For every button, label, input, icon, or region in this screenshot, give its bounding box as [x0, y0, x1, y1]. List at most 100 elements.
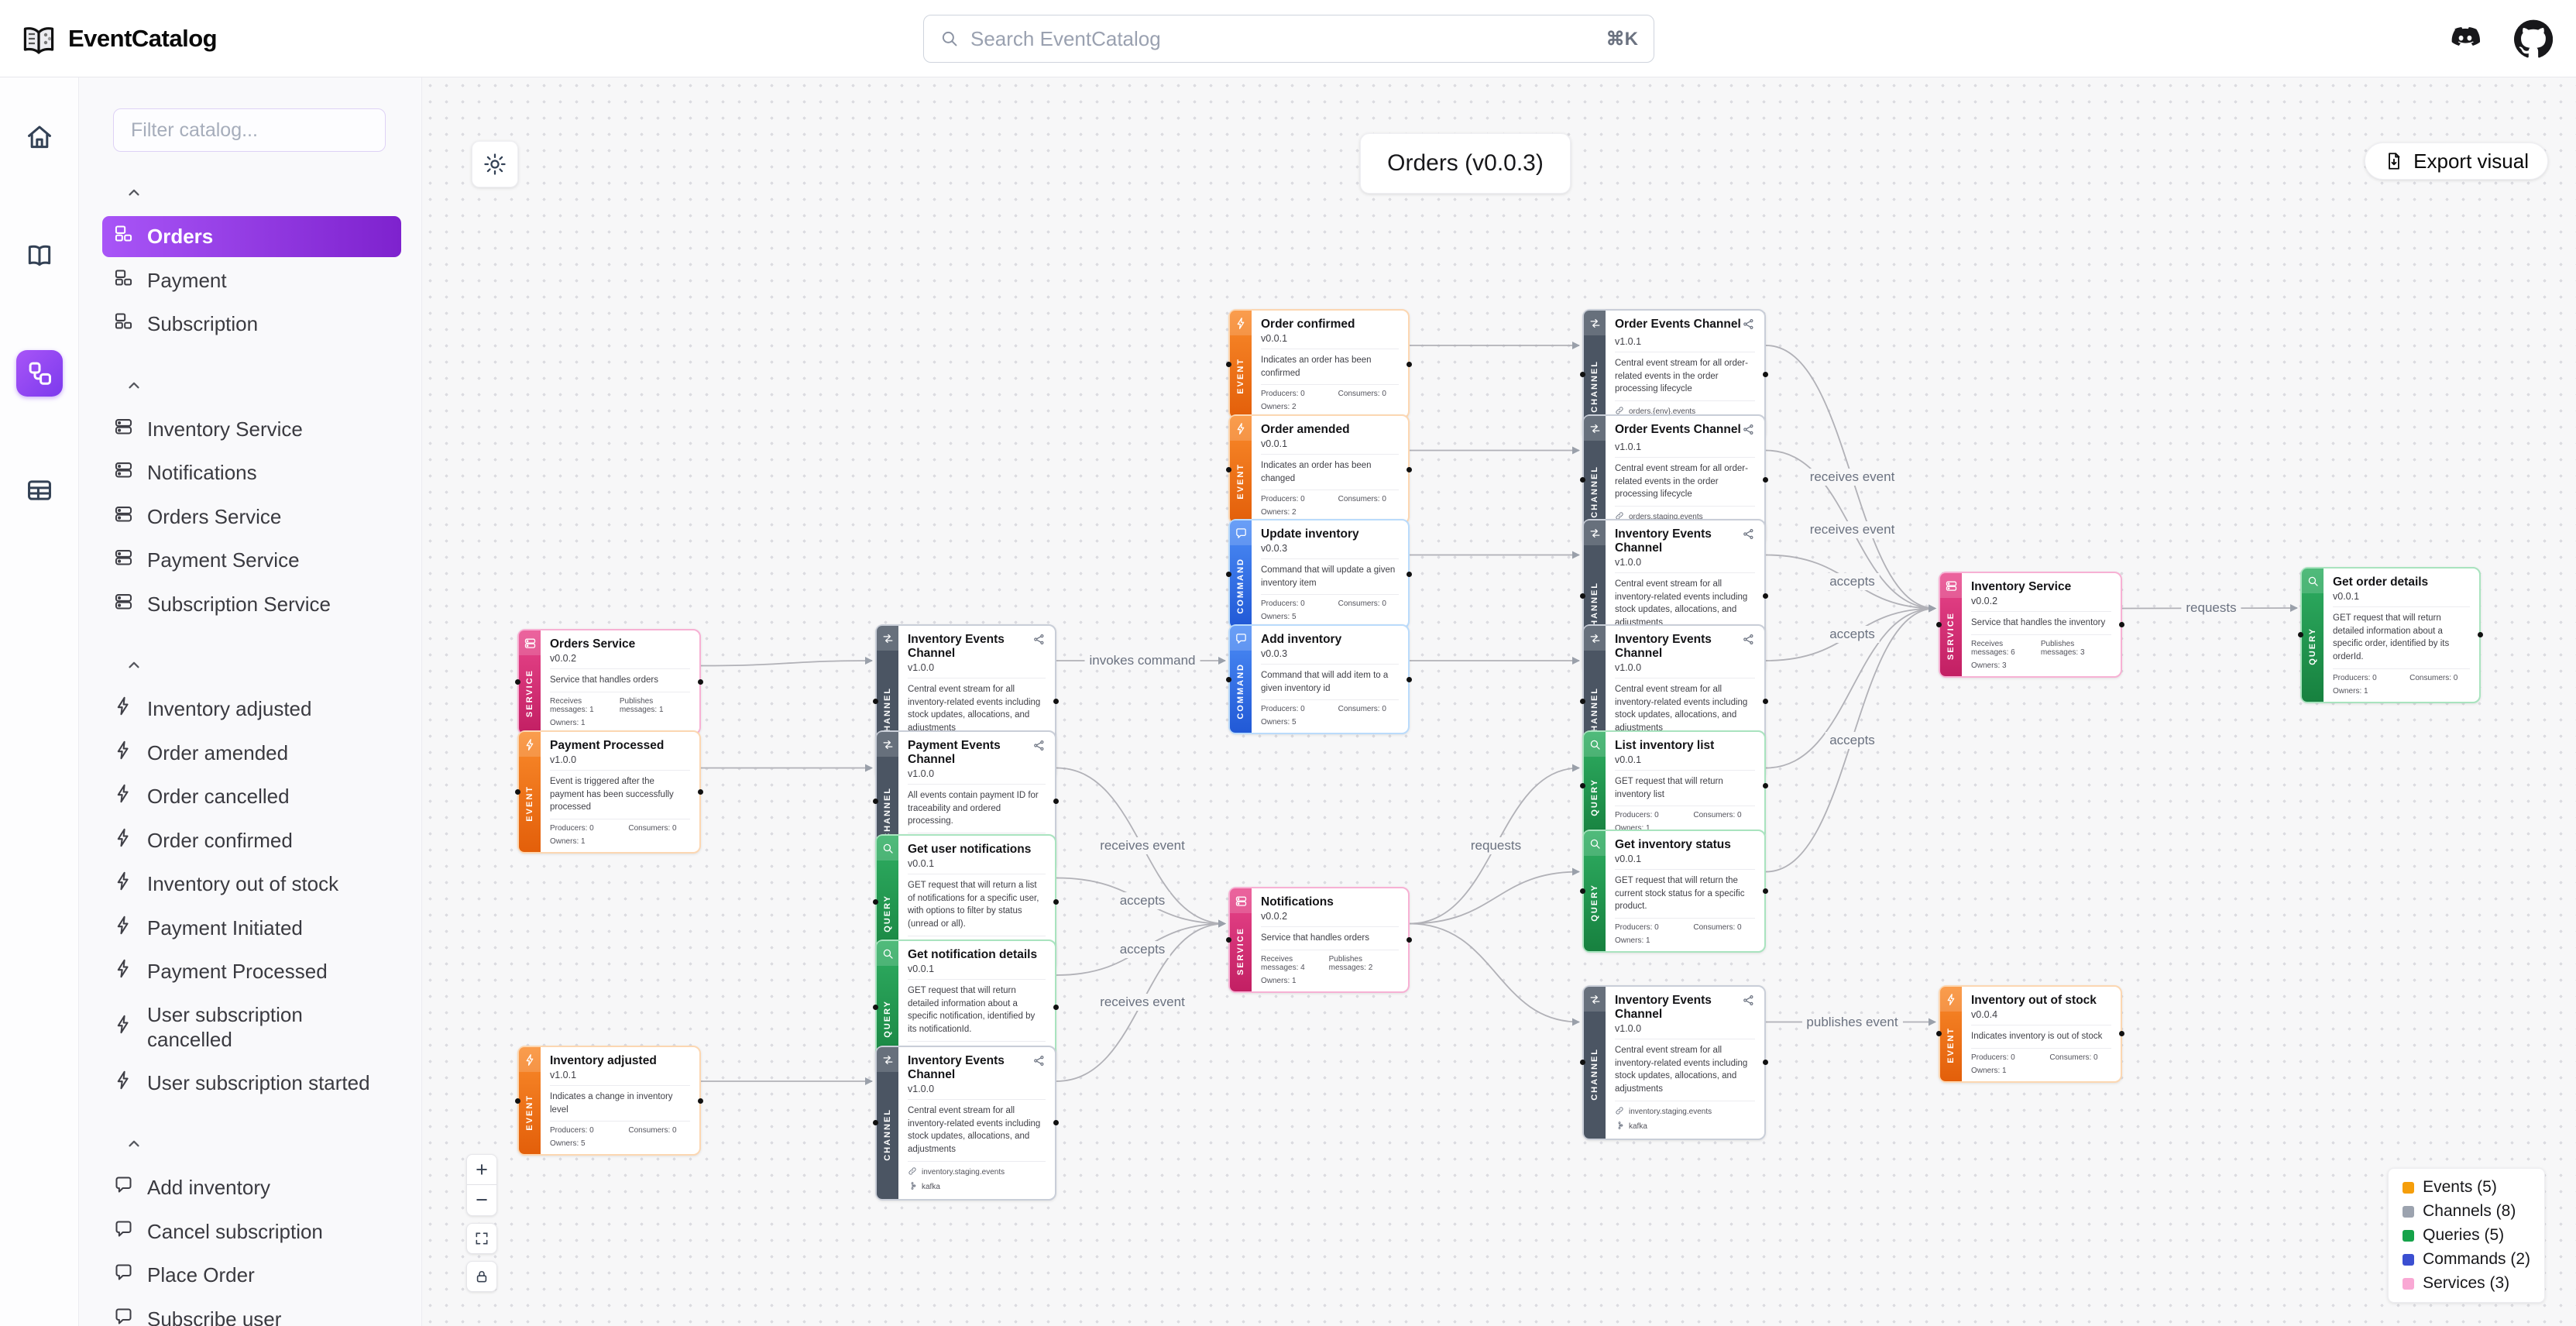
sidebar-item-payment-processed[interactable]: Payment Processed	[102, 951, 401, 992]
node-notifications[interactable]: SERVICE Notifications v0.0.2 Service tha…	[1226, 887, 1412, 993]
output-port[interactable]	[1053, 699, 1059, 705]
sidebar-item-order-cancelled[interactable]: Order cancelled	[102, 776, 401, 817]
rail-item-flow[interactable]	[15, 350, 63, 397]
output-port[interactable]	[1763, 1060, 1768, 1066]
github-link[interactable]	[2514, 19, 2553, 58]
output-port[interactable]	[1053, 1005, 1059, 1011]
node-add-inventory[interactable]: COMMAND Add inventory v0.0.3 Command tha…	[1226, 624, 1412, 735]
sidebar-item-order-confirmed[interactable]: Order confirmed	[102, 820, 401, 861]
sidebar-item-add-inventory[interactable]: Add inventory	[102, 1167, 401, 1208]
input-port[interactable]	[873, 1005, 878, 1011]
sidebar-item-subscription-service[interactable]: Subscription Service	[102, 584, 401, 625]
input-port[interactable]	[515, 678, 520, 685]
node-order-amended[interactable]: EVENT Order amended v0.0.1 Indicates an …	[1226, 414, 1412, 525]
output-port[interactable]	[1053, 799, 1059, 804]
output-port[interactable]	[1763, 372, 1768, 377]
output-port[interactable]	[1053, 1120, 1059, 1126]
export-visual-button[interactable]: Export visual	[2365, 143, 2548, 180]
section-header-command[interactable]	[102, 1135, 401, 1156]
sidebar-item-cancel-subscription[interactable]: Cancel subscription	[102, 1211, 401, 1252]
output-port[interactable]	[1406, 466, 1412, 472]
input-port[interactable]	[515, 789, 520, 795]
sidebar-item-payment[interactable]: Payment	[102, 260, 401, 301]
input-port[interactable]	[873, 699, 878, 705]
node-order-confirmed[interactable]: EVENT Order confirmed v0.0.1 Indicates a…	[1226, 309, 1412, 420]
sidebar-item-inventory-out-of-stock[interactable]: Inventory out of stock	[102, 864, 401, 905]
output-port[interactable]	[2119, 1031, 2124, 1037]
sidebar-item-subscription[interactable]: Subscription	[102, 304, 401, 345]
input-port[interactable]	[1580, 699, 1585, 705]
sidebar-item-notifications[interactable]: Notifications	[102, 452, 401, 493]
sidebar-item-payment-initiated[interactable]: Payment Initiated	[102, 908, 401, 949]
output-port[interactable]	[1406, 571, 1412, 577]
rail-item-table[interactable]	[16, 468, 63, 514]
lock-button[interactable]	[466, 1261, 497, 1292]
node-inventory-adjusted[interactable]: EVENT Inventory adjusted v1.0.1 Indicate…	[515, 1046, 703, 1156]
input-port[interactable]	[1226, 676, 1231, 682]
sidebar-item-orders-service[interactable]: Orders Service	[102, 496, 401, 538]
output-port[interactable]	[1763, 593, 1768, 599]
sidebar-item-order-amended[interactable]: Order amended	[102, 733, 401, 774]
input-port[interactable]	[1580, 372, 1585, 377]
sidebar-item-user-subscription-cancelled[interactable]: User subscription cancelled	[102, 995, 401, 1060]
node-inventory-events-channel-5[interactable]: CHANNEL Inventory Events Channel v1.0.0 …	[1580, 985, 1768, 1140]
node-update-inventory[interactable]: COMMAND Update inventory v0.0.3 Command …	[1226, 519, 1412, 630]
input-port[interactable]	[1226, 936, 1231, 943]
output-port[interactable]	[698, 1098, 703, 1104]
output-port[interactable]	[1763, 699, 1768, 705]
sidebar-item-payment-service[interactable]: Payment Service	[102, 540, 401, 581]
input-port[interactable]	[1226, 466, 1231, 472]
input-port[interactable]	[1580, 477, 1585, 483]
sidebar-item-orders[interactable]: Orders	[102, 216, 401, 257]
node-payment-processed[interactable]: EVENT Payment Processed v1.0.0 Event is …	[515, 730, 703, 854]
node-get-inventory-status[interactable]: QUERY Get inventory status v0.0.1 GET re…	[1580, 830, 1768, 953]
sidebar-item-subscribe-user[interactable]: Subscribe user	[102, 1299, 401, 1326]
node-inventory-service[interactable]: SERVICE Inventory Service v0.0.2 Service…	[1936, 572, 2124, 678]
search-box[interactable]: ⌘K	[923, 15, 1654, 63]
input-port[interactable]	[1936, 1031, 1942, 1037]
output-port[interactable]	[2119, 621, 2124, 627]
input-port[interactable]	[1580, 782, 1585, 788]
output-port[interactable]	[1406, 676, 1412, 682]
output-port[interactable]	[1763, 477, 1768, 483]
rail-item-home[interactable]	[16, 115, 63, 161]
input-port[interactable]	[1580, 593, 1585, 599]
node-list-inventory-list[interactable]: QUERY List inventory list v0.0.1 GET req…	[1580, 730, 1768, 841]
node-orders-service[interactable]: SERVICE Orders Service v0.0.2 Service th…	[515, 629, 703, 735]
sidebar-item-place-order[interactable]: Place Order	[102, 1255, 401, 1296]
output-port[interactable]	[1763, 888, 1768, 894]
input-port[interactable]	[873, 799, 878, 804]
discord-link[interactable]	[2446, 19, 2485, 58]
input-port[interactable]	[1226, 571, 1231, 577]
section-header-event[interactable]	[102, 657, 401, 678]
canvas-settings-button[interactable]	[472, 141, 518, 187]
search-input[interactable]	[970, 26, 1595, 51]
output-port[interactable]	[1406, 936, 1412, 943]
sidebar-item-inventory-adjusted[interactable]: Inventory adjusted	[102, 689, 401, 730]
sidebar-item-user-subscription-started[interactable]: User subscription started	[102, 1063, 401, 1104]
node-inventory-out-of-stock[interactable]: EVENT Inventory out of stock v0.0.4 Indi…	[1936, 985, 2124, 1083]
input-port[interactable]	[873, 1120, 878, 1126]
output-port[interactable]	[2478, 632, 2483, 638]
brand[interactable]: EventCatalog	[20, 20, 218, 57]
input-port[interactable]	[1580, 1060, 1585, 1066]
zoom-in-button[interactable]: +	[466, 1154, 497, 1185]
input-port[interactable]	[2298, 632, 2303, 638]
section-header-domain[interactable]	[102, 184, 401, 205]
output-port[interactable]	[1406, 361, 1412, 367]
input-port[interactable]	[1580, 888, 1585, 894]
input-port[interactable]	[873, 899, 878, 905]
output-port[interactable]	[698, 678, 703, 685]
input-port[interactable]	[1936, 621, 1942, 627]
rail-item-book[interactable]	[16, 232, 63, 279]
output-port[interactable]	[1053, 899, 1059, 905]
node-inventory-events-channel-2[interactable]: CHANNEL Inventory Events Channel v1.0.0 …	[873, 1046, 1059, 1201]
section-header-service[interactable]	[102, 377, 401, 398]
zoom-out-button[interactable]: −	[466, 1185, 497, 1216]
node-get-order-details[interactable]: QUERY Get order details v0.0.1 GET reque…	[2298, 567, 2483, 703]
output-port[interactable]	[698, 789, 703, 795]
fit-view-button[interactable]	[466, 1223, 497, 1254]
input-port[interactable]	[515, 1098, 520, 1104]
input-port[interactable]	[1226, 361, 1231, 367]
